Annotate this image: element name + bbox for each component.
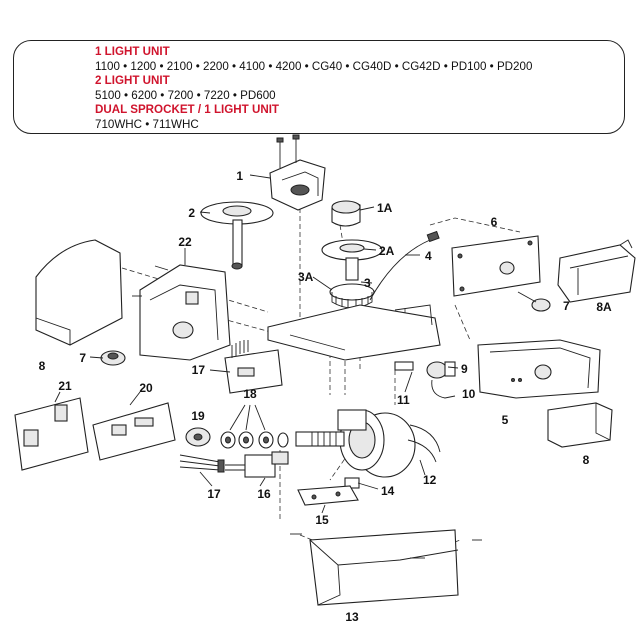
- legend-heading-1-light: 1 LIGHT UNIT: [95, 45, 170, 58]
- part-15-bracket: [297, 485, 359, 506]
- callout-14: 14: [381, 484, 395, 498]
- part-7-knob-right: [517, 291, 551, 312]
- part-22-chassis: [132, 264, 231, 361]
- legend-heading-2-light: 2 LIGHT UNIT: [95, 74, 170, 87]
- callout-1A: 1A: [377, 201, 393, 215]
- part-8-lens-right: [547, 402, 613, 448]
- callout-18: 18: [243, 387, 257, 401]
- part-21-board: [14, 397, 89, 471]
- callout-17-top: 17: [192, 363, 206, 377]
- callout-3: 3: [364, 276, 371, 290]
- legend-models-2-light: 5100 • 6200 • 7200 • 7220 • PD600: [95, 89, 276, 102]
- part-17-wire-leads: [179, 454, 225, 473]
- callout-8-right: 8: [583, 453, 590, 467]
- callout-leaders: [54, 174, 459, 514]
- part-8A-lens: [557, 239, 636, 303]
- part-10-wire: [431, 379, 456, 399]
- callout-12: 12: [423, 473, 437, 487]
- callout-8-left: 8: [39, 359, 46, 373]
- part-9-socket: [426, 361, 456, 379]
- worm-gear-shaft: [295, 431, 345, 447]
- part-8-cover-left: [35, 239, 123, 346]
- callout-22: 22: [178, 235, 192, 249]
- callout-1: 1: [236, 169, 243, 183]
- part-14-switch: [344, 477, 379, 490]
- callout-20: 20: [139, 381, 153, 395]
- callout-19: 19: [191, 409, 205, 423]
- part-2-shaft: [200, 201, 274, 270]
- part-19-gear: [185, 427, 211, 447]
- callout-7-left: 7: [79, 351, 86, 365]
- callout-4: 4: [425, 249, 432, 263]
- part-5-housing: [477, 339, 601, 399]
- part-7-knob-left: [100, 350, 126, 366]
- legend-models-dual-sprocket: 710WHC • 711WHC: [95, 118, 199, 131]
- part-20-board: [92, 402, 176, 461]
- callout-13: 13: [345, 610, 359, 624]
- callout-8A: 8A: [596, 300, 612, 314]
- callout-16: 16: [257, 487, 271, 501]
- callout-9: 9: [461, 362, 468, 376]
- part-1A-cap: [331, 200, 361, 227]
- part-11-connector: [394, 361, 414, 371]
- part-6-board: [451, 235, 541, 297]
- part-13-base-bracket: [290, 529, 482, 606]
- callout-5: 5: [502, 413, 509, 427]
- part-16-plug: [225, 451, 289, 478]
- callout-2A: 2A: [379, 244, 395, 258]
- callout-11: 11: [397, 393, 410, 407]
- callout-10: 10: [462, 387, 476, 401]
- frame-plate: [267, 304, 441, 361]
- model-legend-box: [13, 40, 625, 134]
- part-17-terminal-board: [224, 340, 283, 394]
- callout-15: 15: [315, 513, 329, 527]
- part-12-motor: [337, 409, 441, 478]
- callout-7-right: 7: [563, 299, 570, 313]
- callout-21: 21: [58, 379, 72, 393]
- legend-heading-dual-sprocket: DUAL SPROCKET / 1 LIGHT UNIT: [95, 103, 280, 116]
- callout-17-bottom: 17: [207, 487, 221, 501]
- part-1-bracket: [269, 134, 326, 211]
- callout-3A: 3A: [298, 270, 314, 284]
- part-4-cable: [369, 230, 440, 301]
- callout-6: 6: [491, 215, 498, 229]
- part-18-rings: [220, 431, 289, 449]
- callout-2: 2: [188, 206, 195, 220]
- legend-models-1-light: 1100 • 1200 • 2100 • 2200 • 4100 • 4200 …: [95, 60, 533, 73]
